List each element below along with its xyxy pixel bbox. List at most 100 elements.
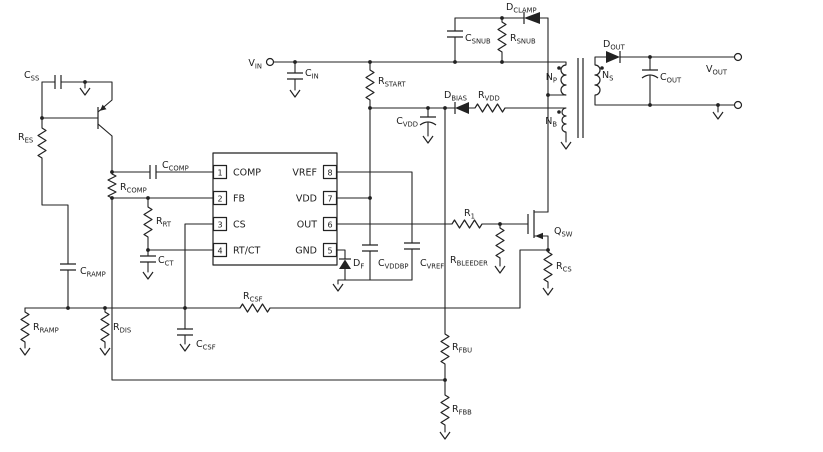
capacitor-cvddbp <box>362 244 378 252</box>
capacitor-cin <box>287 72 303 80</box>
label-cvdd: CVDD <box>396 116 418 129</box>
label-r1: R1 <box>464 208 475 221</box>
label-cout: COUT <box>660 72 682 85</box>
label-rstart: RSTART <box>378 76 406 89</box>
capacitor-cramp <box>60 263 76 271</box>
label-ccomp: CCOMP <box>162 160 189 173</box>
resistor-rbleeder <box>495 227 505 259</box>
label-rbleeder: RBLEEDER <box>450 255 488 268</box>
capacitor-cvdd <box>419 116 437 126</box>
label-ccsf: CCSF <box>196 339 216 352</box>
ground-icon <box>560 141 572 150</box>
resistor-rcsf <box>239 303 271 313</box>
resistor-rfbb <box>440 394 450 426</box>
resistor-rsnub <box>497 21 507 53</box>
resistor-rramp <box>20 311 30 343</box>
pin-out-label: OUT <box>297 220 317 231</box>
label-rcsf: RCSF <box>243 291 263 304</box>
label-ns: NS <box>602 70 613 83</box>
label-cramp: CRAMP <box>80 266 106 279</box>
pin-1-number: 1 <box>217 168 222 177</box>
label-rvdd: RVDD <box>478 90 500 103</box>
terminals <box>265 52 743 110</box>
pin-2-number: 2 <box>217 194 222 203</box>
diode-dout <box>606 51 621 63</box>
vout-neg-terminal <box>733 100 743 110</box>
capacitor-csnub <box>447 30 463 38</box>
pin-vref-label: VREF <box>292 168 317 179</box>
label-rfbb: RFBB <box>452 404 472 417</box>
ground-icon <box>19 347 31 356</box>
resistor-r1 <box>451 219 483 229</box>
resistor-rcomp <box>107 173 117 199</box>
capacitor-css <box>54 75 62 89</box>
diode-dclamp <box>523 12 540 24</box>
ic-outline <box>212 152 338 266</box>
capacitor-ccsf <box>177 328 193 336</box>
primary-winding <box>560 64 567 96</box>
vin-terminal <box>265 57 275 67</box>
label-css: CSS <box>24 70 39 83</box>
diodes <box>339 12 621 269</box>
bias-winding <box>561 107 567 133</box>
label-rramp: RRAMP <box>33 322 59 335</box>
ground-icon <box>494 265 506 274</box>
label-cvref: CVREF <box>420 258 444 271</box>
ground-icon <box>99 347 111 356</box>
pin-3-number: 3 <box>217 220 222 229</box>
ground-icon <box>289 89 301 98</box>
label-rcs: RCS <box>556 261 572 274</box>
pin-vdd-label: VDD <box>296 194 317 205</box>
pin-8-number: 8 <box>327 168 332 177</box>
pin-7-number: 7 <box>327 194 332 203</box>
capacitor-cct <box>140 255 156 263</box>
resistor-rvdd <box>474 103 506 113</box>
core-lines <box>577 58 584 138</box>
mosfet-qsw <box>527 210 543 240</box>
component-labels: CSS RES RCOMP CCOMP RRT CCT CRAMP RRAMP … <box>18 2 728 417</box>
vout-pos-terminal <box>733 52 743 62</box>
capacitors <box>54 30 659 336</box>
label-dout: DOUT <box>603 39 626 52</box>
diode-dbias <box>454 102 469 114</box>
ground-icon <box>79 87 91 96</box>
label-cvddbp: CVDDBP <box>378 258 409 271</box>
resistor-rfbu <box>440 333 450 365</box>
ground-icon <box>332 283 344 292</box>
label-cct: CCT <box>158 255 174 268</box>
label-cin: CIN <box>305 68 319 81</box>
label-dbias: DBIAS <box>444 90 467 103</box>
phase-dot-primary <box>557 66 561 70</box>
phase-dot-secondary <box>600 66 604 70</box>
pin-rtct-label: RT/CT <box>233 246 261 257</box>
pin-6-number: 6 <box>327 220 332 229</box>
label-nb: NB <box>545 116 557 129</box>
phase-dot-bias <box>557 110 561 114</box>
label-res: RES <box>18 132 33 145</box>
label-vin: VIN <box>248 58 262 71</box>
ground-icon <box>422 135 434 144</box>
ground-icon <box>439 431 451 440</box>
bjt-softstart <box>97 104 107 129</box>
pwm-controller-ic: 1 2 3 4 8 7 6 5 COMP FB CS RT/CT VREF VD… <box>212 152 338 266</box>
label-qsw: QSW <box>554 226 573 239</box>
pin-5-number: 5 <box>327 246 332 255</box>
transformer <box>557 58 604 138</box>
label-csnub: CSNUB <box>465 33 491 46</box>
capacitor-ccomp <box>149 165 157 179</box>
resistor-rdis <box>100 311 110 343</box>
resistor-rrt <box>143 206 153 238</box>
resistor-res <box>37 127 47 159</box>
pin-cs-label: CS <box>233 220 246 231</box>
ground-symbols <box>19 87 724 440</box>
secondary-winding <box>594 64 601 96</box>
capacitor-cvref <box>404 242 420 250</box>
label-np: NP <box>546 72 557 85</box>
label-rfbu: RFBU <box>452 342 472 355</box>
diode-df <box>339 258 351 269</box>
label-df: DF <box>353 258 364 271</box>
pin-gnd-label: GND <box>295 246 317 257</box>
label-rsnub: RSNUB <box>510 33 536 46</box>
ground-icon <box>179 343 191 352</box>
